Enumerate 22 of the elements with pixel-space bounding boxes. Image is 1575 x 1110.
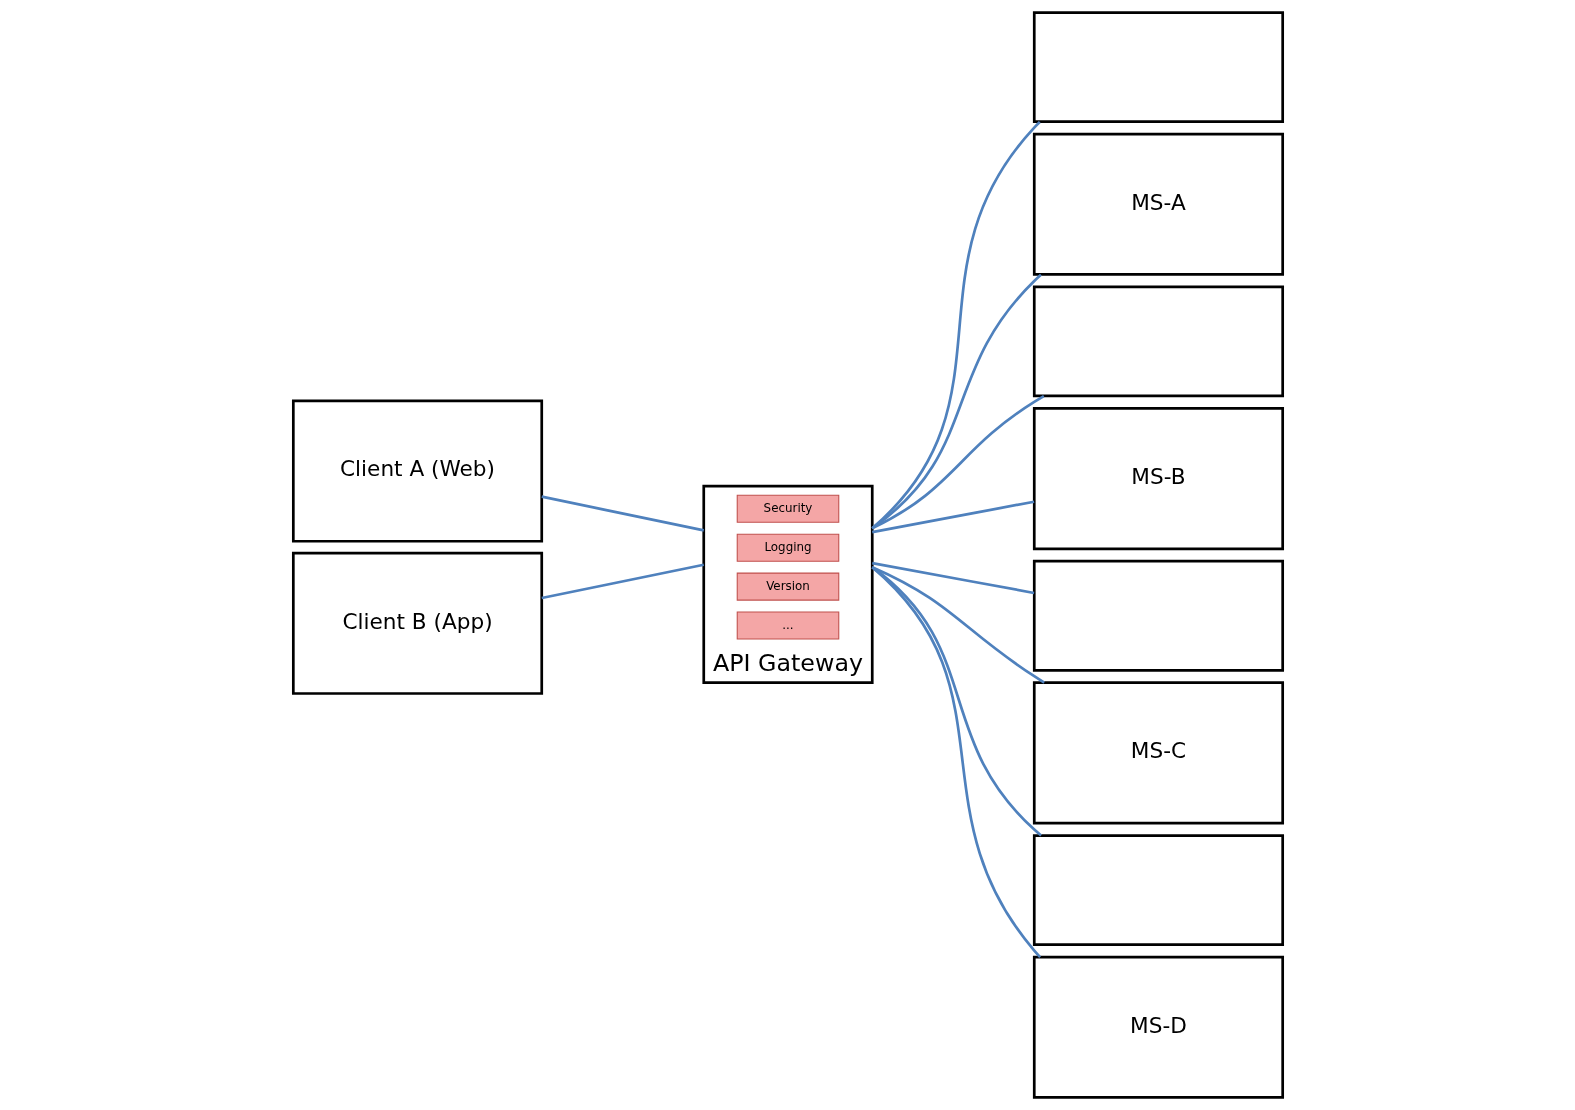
node-box xyxy=(1032,11,1284,123)
node-box: Logging xyxy=(736,533,839,562)
connector xyxy=(870,121,1041,530)
connector xyxy=(870,273,1042,530)
node-box: MS-B xyxy=(1032,407,1284,551)
node-box: ... xyxy=(736,611,839,640)
connector xyxy=(870,566,1041,958)
connector xyxy=(871,561,1034,595)
connector xyxy=(541,563,704,600)
node-box xyxy=(1032,285,1284,398)
node-box xyxy=(1032,834,1284,946)
node-box: Security xyxy=(736,494,839,523)
node-box: Version xyxy=(736,572,839,601)
connector xyxy=(871,394,1045,530)
node-box: MS-A xyxy=(1032,132,1284,276)
node-box xyxy=(1032,559,1284,672)
node-box: MS-C xyxy=(1032,681,1284,825)
node-box: Client B (App) xyxy=(291,551,543,695)
node-box: Client A (Web) xyxy=(291,399,543,543)
connector xyxy=(871,500,1034,534)
connector xyxy=(541,495,704,532)
node-box: MS-D xyxy=(1032,955,1284,1099)
